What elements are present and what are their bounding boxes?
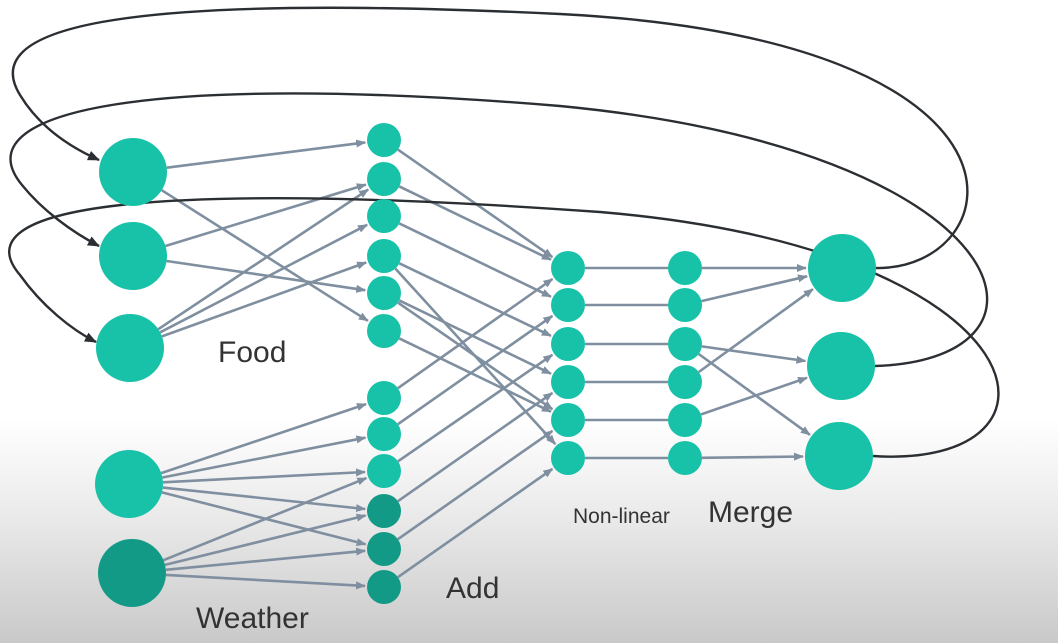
- add-to-nonlinear-edge: [397, 277, 554, 390]
- nonlinear-node: [551, 288, 585, 322]
- add-node: [367, 314, 401, 348]
- input-to-add-edge: [162, 486, 367, 513]
- merge-to-output-edge: [701, 274, 808, 303]
- input-to-add-edge: [157, 188, 370, 331]
- weather-input-node: [98, 539, 166, 607]
- add-to-nonlinear-edge: [398, 185, 552, 261]
- nonlinear-node: [551, 327, 585, 361]
- add-to-nonlinear-edge: [398, 262, 552, 337]
- merge-node: [668, 365, 702, 399]
- input-to-add-edge: [161, 189, 369, 322]
- add-to-nonlinear-edge: [397, 301, 554, 411]
- food-label: Food: [218, 336, 287, 369]
- add-label: Add: [446, 572, 500, 605]
- add-node: [367, 532, 401, 566]
- merge-node: [668, 251, 702, 285]
- merge-node: [668, 441, 702, 475]
- input-to-add-edge: [166, 259, 367, 293]
- nonlinear-label: Non-linear: [573, 505, 670, 528]
- add-to-nonlinear-edge: [397, 353, 554, 463]
- merge-to-output-edge: [697, 352, 811, 436]
- add-to-nonlinear-edge: [398, 337, 552, 413]
- add-to-nonlinear-edge: [397, 467, 554, 579]
- input-to-add-edge: [165, 547, 367, 572]
- add-node: [367, 494, 401, 528]
- food-input-node: [96, 314, 164, 382]
- input-to-add-edge: [162, 468, 366, 484]
- input-to-add-edge: [165, 183, 367, 248]
- input-to-add-edge: [162, 435, 367, 479]
- nonlinear-node: [551, 441, 585, 475]
- output-node: [805, 422, 873, 490]
- add-node: [367, 570, 401, 604]
- feedback-loop-arrow: [8, 197, 1000, 458]
- input-to-add-edge: [161, 261, 368, 338]
- input-to-add-edge: [163, 476, 368, 562]
- food-input-node: [99, 138, 167, 206]
- input-to-add-edge: [159, 223, 368, 334]
- output-node: [808, 234, 876, 302]
- add-node: [367, 123, 401, 157]
- merge-to-output-edge: [701, 452, 804, 461]
- merge-to-output-edge: [700, 376, 808, 416]
- add-to-nonlinear-edge: [398, 299, 552, 375]
- add-node: [367, 239, 401, 273]
- merge-node: [668, 403, 702, 437]
- input-to-add-edge: [164, 513, 367, 567]
- edge-group: [157, 139, 814, 590]
- merge-node: [668, 288, 702, 322]
- add-node: [367, 454, 401, 488]
- add-node: [367, 199, 401, 233]
- add-node: [367, 381, 401, 415]
- add-to-nonlinear-edge: [397, 429, 554, 541]
- feedback-loop-arrow: [11, 6, 969, 270]
- merge-label: Merge: [708, 496, 794, 529]
- merge-to-output-edge: [698, 288, 814, 374]
- merge-node: [668, 327, 702, 361]
- output-node: [807, 332, 875, 400]
- feedback-loop-arrow: [9, 92, 989, 368]
- input-to-add-edge: [160, 402, 367, 475]
- feedback-loop-group: [8, 6, 1000, 458]
- add-node: [367, 162, 401, 196]
- input-to-add-edge: [165, 573, 366, 590]
- merge-to-output-edge: [701, 345, 807, 364]
- input-to-add-edge: [166, 139, 367, 169]
- add-node: [367, 276, 401, 310]
- weather-input-node: [95, 450, 163, 518]
- add-node: [367, 417, 401, 451]
- nonlinear-node: [551, 365, 585, 399]
- node-group: [95, 123, 876, 607]
- food-input-node: [99, 222, 167, 290]
- add-to-nonlinear-edge: [397, 314, 554, 426]
- nonlinear-node: [551, 251, 585, 285]
- weather-label: Weather: [196, 602, 309, 635]
- add-to-nonlinear-edge: [398, 222, 552, 298]
- nonlinear-node: [551, 403, 585, 437]
